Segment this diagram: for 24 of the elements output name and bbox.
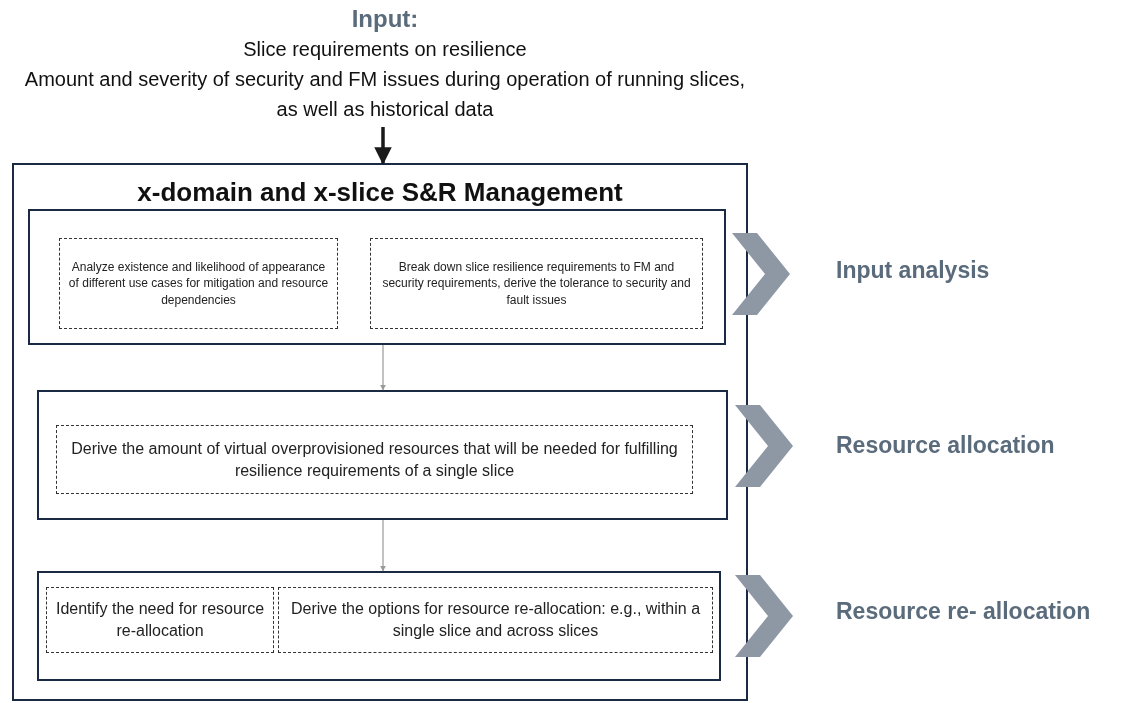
task-text: Analyze existence and likelihood of appearance of different use cases for mitigation and resource dependencies xyxy=(68,259,329,308)
stage-label: Resource re- allocation xyxy=(836,598,1091,625)
panel-title: x-domain and x-slice S&R Management xyxy=(136,177,624,208)
task-box xyxy=(370,238,703,329)
task-text: Identify the need for resource re-allocation xyxy=(55,599,265,641)
stage-label: Resource allocation xyxy=(836,432,1055,459)
stage-label: Input analysis xyxy=(836,257,990,284)
stage-box xyxy=(28,209,726,345)
input-description: Amount and severity of security and FM issues during operation of running slices, as well as historical data xyxy=(23,67,747,122)
stage-box xyxy=(37,390,728,520)
task-text: Break down slice resilience requirements to FM and security requirements, derive the tolerance to security and fault issues xyxy=(381,259,692,308)
input-heading: Input: xyxy=(350,4,420,34)
stage-box xyxy=(37,571,721,681)
arrow xyxy=(380,344,386,391)
arrow xyxy=(380,519,386,572)
arrow xyxy=(374,127,392,165)
management-panel xyxy=(12,163,748,701)
task-box xyxy=(46,587,274,653)
task-text: Derive the options for resource re-allocation: e.g., within a single slice and across slices xyxy=(289,599,702,641)
input-description: Slice requirements on resilience xyxy=(242,37,528,62)
task-box xyxy=(278,587,713,653)
task-text: Derive the amount of virtual overprovisioned resources that will be needed for fulfilling resilience requirements of a single slice xyxy=(70,438,679,481)
task-box xyxy=(59,238,338,329)
task-box xyxy=(56,425,693,494)
